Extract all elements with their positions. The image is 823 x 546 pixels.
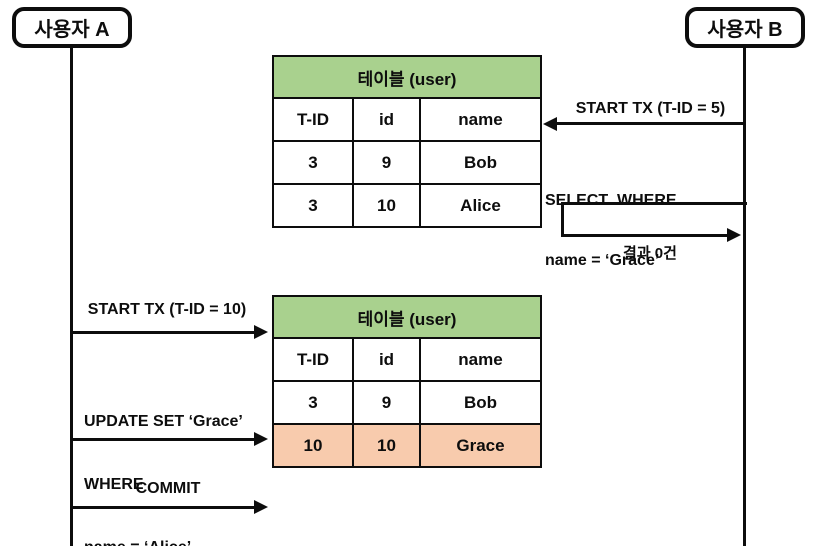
actor-user-a: 사용자 A	[12, 7, 132, 48]
message-start-tx-b-line	[557, 122, 744, 125]
table-cell: 10	[352, 183, 421, 228]
table-1-header-id: id	[352, 97, 421, 142]
table-row: 3 10 Alice	[272, 183, 542, 228]
table-row: 3 9 Bob	[272, 380, 542, 425]
table-cell: 9	[352, 140, 421, 185]
message-update-line-shaft	[72, 438, 254, 441]
table-cell: Bob	[419, 140, 542, 185]
table-cell: 10	[352, 423, 421, 468]
lifeline-user-b	[743, 48, 746, 546]
table-1-header-row: T-ID id name	[272, 97, 542, 142]
table-1-header-tid: T-ID	[272, 97, 354, 142]
message-commit-arrowhead	[254, 500, 268, 514]
message-commit-line	[72, 506, 254, 509]
table-snapshot-2: 테이블 (user) T-ID id name 3 9 Bob 10 10 Gr…	[272, 295, 542, 468]
table-cell: 3	[272, 140, 354, 185]
table-2-header-id: id	[352, 337, 421, 382]
message-result-label: 결과 0건	[623, 245, 677, 262]
self-loop-arrowhead	[727, 228, 741, 242]
table-cell: Alice	[419, 183, 542, 228]
table-cell: 3	[272, 183, 354, 228]
table-2-header-row: T-ID id name	[272, 337, 542, 382]
table-cell: 9	[352, 380, 421, 425]
table-2-title-row: 테이블 (user)	[272, 295, 542, 339]
table-row: 3 9 Bob	[272, 140, 542, 185]
table-2-header-tid: T-ID	[272, 337, 354, 382]
table-2-header-name: name	[419, 337, 542, 382]
actor-user-a-label: 사용자 A	[34, 19, 110, 41]
message-update-arrowhead	[254, 432, 268, 446]
message-update-line2: WHERE	[84, 476, 144, 493]
message-start-tx-a-arrowhead	[254, 325, 268, 339]
table-1-title-row: 테이블 (user)	[272, 55, 542, 99]
table-cell: 3	[272, 380, 354, 425]
table-row-highlighted: 10 10 Grace	[272, 423, 542, 468]
message-update-line3: name = ‘Alice’	[84, 537, 243, 546]
self-loop-return-line	[561, 234, 727, 237]
table-cell: 10	[272, 423, 354, 468]
table-2-title: 테이블 (user)	[272, 295, 542, 339]
message-commit-label: COMMIT	[135, 480, 201, 497]
message-update-label: UPDATE SET ‘Grace’ WHERE name = ‘Alice’	[84, 369, 243, 546]
message-select-line2: name = ‘Grace’	[545, 252, 660, 269]
table-cell: Grace	[419, 423, 542, 468]
message-start-tx-a-label: START TX (T-ID = 10)	[87, 301, 247, 318]
actor-user-b-label: 사용자 B	[707, 19, 783, 41]
lifeline-user-a	[70, 48, 73, 546]
message-start-tx-b-arrowhead	[543, 117, 557, 131]
actor-user-b: 사용자 B	[685, 7, 805, 48]
table-snapshot-1: 테이블 (user) T-ID id name 3 9 Bob 3 10 Ali…	[272, 55, 542, 228]
message-start-tx-a-line	[72, 331, 254, 334]
table-1-title: 테이블 (user)	[272, 55, 542, 99]
self-loop-box	[561, 202, 747, 237]
message-update-line1: UPDATE SET ‘Grace’	[84, 413, 243, 430]
table-cell: Bob	[419, 380, 542, 425]
table-1-header-name: name	[419, 97, 542, 142]
message-start-tx-b-label: START TX (T-ID = 5)	[575, 100, 726, 117]
